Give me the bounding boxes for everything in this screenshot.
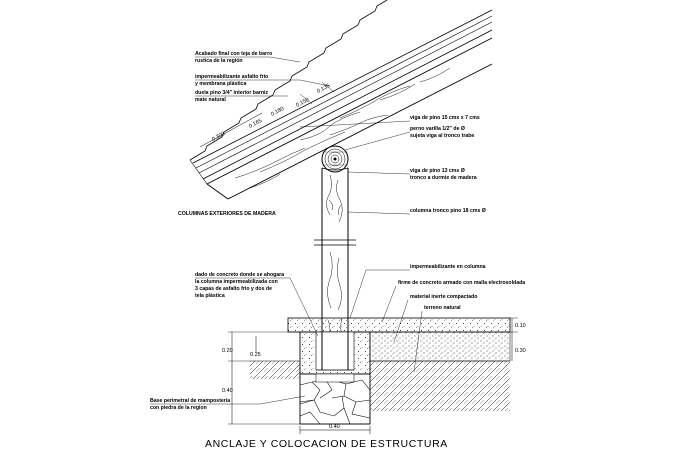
roof-dim-1: 0.300 xyxy=(211,131,226,143)
label-bolt-2: sujeta viga al tronco trabe xyxy=(410,133,474,139)
dim-left-2: 0.25 xyxy=(250,352,261,358)
roof-label-decking: duela pino 3/4" interior barniz xyxy=(195,90,268,96)
roof-dimensions: 0.300 0.165 0.180 0.150 0.135 xyxy=(199,81,335,148)
roof-dim-4: 0.150 xyxy=(295,97,310,109)
dim-bottom: 0.40 xyxy=(329,424,340,430)
drawing-title: ANCLAJE Y COLOCACION DE ESTRUCTURA xyxy=(205,438,448,450)
roof-dim-5: 0.135 xyxy=(316,83,331,95)
label-fill: material inerte compactado xyxy=(410,294,477,300)
label-masonry-2: con piedra de la region xyxy=(150,405,207,411)
label-dado-4: tela plástica xyxy=(195,293,225,299)
right-label-group: viga de pino 15 cms x 7 cms perno varill… xyxy=(299,115,525,373)
roof-label-tiles: Acabado final con teja de barro xyxy=(195,51,272,57)
label-col-waterproof: impermeabilizante en columna xyxy=(410,264,486,270)
beam-wood-grain xyxy=(234,67,451,189)
label-masonry: Base perimetral de mamposteria xyxy=(150,398,230,404)
left-label-group: COLUMNAS EXTERIORES DE MADERA dado de co… xyxy=(150,211,319,411)
dimension-lines: 0.20 0.25 0.40 0.10 0.30 0.40 xyxy=(222,317,526,434)
dim-right-1: 0.10 xyxy=(515,323,526,329)
label-beam: viga de pino 15 cms x 7 cms xyxy=(410,115,480,121)
roof-label-tiles-2: rustica de la región xyxy=(195,58,243,64)
roof-dim-3: 0.180 xyxy=(270,106,285,118)
log-beam xyxy=(321,145,349,173)
roof-label-group: Acabado final con teja de barro rustica … xyxy=(195,51,331,103)
label-bolt: perno varilla 1/2" de Ø xyxy=(410,126,465,132)
label-log-beam-2: tronco a durmie de madera xyxy=(410,175,477,181)
label-dado-3: 3 capas de asfalto frio y dos de xyxy=(195,286,272,292)
label-dado-2: la columna impermeabilizada con xyxy=(195,279,278,285)
label-dado: dado de concreto donde se ahogara xyxy=(195,272,284,278)
dim-left-3: 0.40 xyxy=(222,388,233,394)
label-log-beam: viga de pino 13 cms Ø xyxy=(410,168,465,174)
label-slab: firme de concreto armado con malla elect… xyxy=(398,280,525,286)
label-soil: terreno natural xyxy=(424,305,461,311)
roof-tiles xyxy=(189,0,388,161)
foundation xyxy=(250,317,511,425)
roof-dim-2: 0.165 xyxy=(248,118,263,130)
side-label: COLUMNAS EXTERIORES DE MADERA xyxy=(178,211,276,217)
roof-label-waterproofing: impermeabilizante asfalto frio xyxy=(195,74,268,80)
roof-assembly xyxy=(189,0,493,200)
dim-left-1: 0.20 xyxy=(222,348,233,354)
label-column: columna tronco pino 18 cms Ø xyxy=(410,208,486,214)
dim-right-2: 0.30 xyxy=(515,348,526,354)
roof-label-decking-2: mate natural xyxy=(195,97,226,103)
roof-label-waterproofing-2: y membrana plástica xyxy=(195,81,246,87)
